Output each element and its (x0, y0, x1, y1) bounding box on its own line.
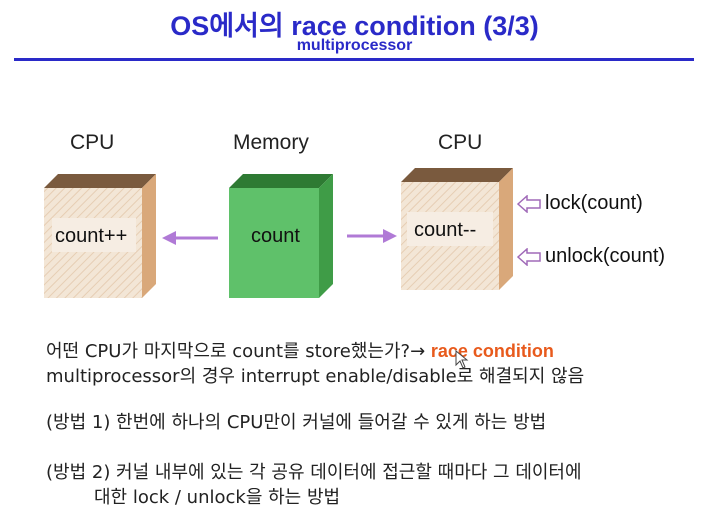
body-line-2: multiprocessor의 경우 interrupt enable/disa… (46, 366, 585, 387)
method-1: (방법 1) 한번에 하나의 CPU만이 커널에 들어갈 수 있게 하는 방법 (46, 412, 547, 433)
lock-note: lock(count) (517, 192, 643, 215)
unlock-label: unlock(count) (545, 245, 666, 267)
left-cpu-box (44, 174, 156, 298)
title-divider (14, 58, 694, 61)
mouse-cursor-icon (455, 350, 469, 369)
method-2-line-1: (방법 2) 커널 내부에 있는 각 공유 데이터에 접근할 때마다 그 데이터… (46, 462, 582, 483)
hollow-left-arrow-icon (517, 247, 541, 266)
arrow-to-right-cpu (347, 229, 397, 243)
right-cpu-text: count-- (414, 219, 477, 241)
arrow-to-left-cpu (162, 231, 218, 245)
left-cpu-label: CPU (70, 131, 115, 154)
race-condition-highlight: race condition (430, 341, 554, 361)
slide-title: OS에서의 race condition (3/3) (170, 11, 539, 41)
slide-subtitle: multiprocessor (296, 37, 413, 54)
method-2-line-2: 대한 lock / unlock을 하는 방법 (94, 487, 341, 508)
memory-label: Memory (233, 131, 309, 154)
hollow-left-arrow-icon (517, 194, 541, 213)
lock-label: lock(count) (545, 192, 643, 214)
body-line-1: 어떤 CPU가 마지막으로 count를 store했는가?→ race con… (46, 337, 554, 363)
memory-text: count (251, 225, 300, 247)
right-cpu-box (401, 168, 513, 290)
memory-box (229, 174, 333, 298)
unlock-note: unlock(count) (517, 245, 665, 268)
right-cpu-label: CPU (438, 131, 483, 154)
race-question-text: 어떤 CPU가 마지막으로 count를 store했는가?→ (46, 341, 431, 362)
left-cpu-text: count++ (55, 225, 128, 247)
